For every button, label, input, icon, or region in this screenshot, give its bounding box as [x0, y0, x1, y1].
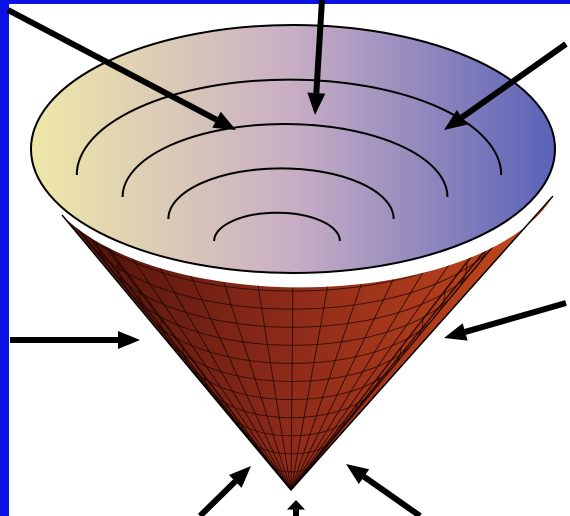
- mesh-ring-line: [138, 291, 446, 364]
- arrow-bottom-right: [346, 464, 422, 516]
- mesh-ring-line: [73, 205, 512, 310]
- frame-left-bar: [0, 0, 9, 516]
- arrow-bottom-center: [287, 500, 305, 516]
- arrow-shaft: [313, 0, 325, 94]
- mesh-ring-line: [182, 347, 402, 400]
- inner-contour-lines: [75, 78, 503, 242]
- arrow-head: [346, 464, 370, 485]
- cone-outline: [61, 195, 554, 492]
- arrow-head: [228, 466, 251, 488]
- arrow-shaft: [362, 474, 422, 516]
- arrow-middle-left: [10, 331, 140, 349]
- arrow-bottom-left: [197, 466, 251, 516]
- arrow-head: [287, 500, 305, 510]
- cone-inner-bowl: [30, 24, 556, 274]
- arrow-shaft: [464, 300, 567, 335]
- pointer-arrows: [6, 0, 568, 516]
- arrow-head: [118, 331, 140, 349]
- mesh-ring-line: [225, 404, 358, 437]
- cone-surface-mesh: [62, 196, 553, 490]
- arrow-head: [212, 111, 236, 130]
- arrow-head: [444, 323, 468, 341]
- arrow-top-left: [6, 7, 236, 130]
- arrow-middle-right: [444, 300, 567, 341]
- arrow-head: [307, 92, 326, 115]
- arrow-shaft: [197, 479, 238, 516]
- inner-contour-ring: [167, 167, 395, 220]
- arrow-shaft: [6, 7, 218, 123]
- arrow-top-center: [307, 0, 326, 115]
- mesh-ring-line: [203, 376, 380, 419]
- inner-contour-ring: [75, 78, 503, 176]
- inner-contour-ring: [213, 211, 341, 242]
- arrow-head: [444, 109, 468, 130]
- cone-outer-surface: [62, 196, 553, 490]
- mesh-ring-line: [95, 234, 490, 328]
- frame-top-bar: [0, 0, 570, 4]
- inner-contour-ring: [121, 123, 449, 198]
- arrow-top-right: [444, 41, 568, 130]
- mesh-ring-line: [117, 262, 468, 346]
- mesh-ring-line: [160, 319, 424, 382]
- arrow-shaft: [460, 41, 568, 120]
